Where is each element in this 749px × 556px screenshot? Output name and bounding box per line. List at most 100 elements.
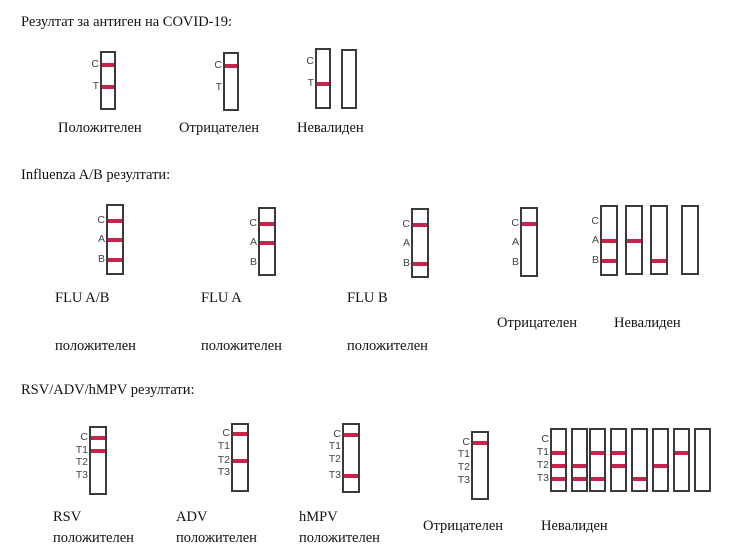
rsv-caption-rsv: RSV: [53, 509, 82, 525]
band-c: [225, 64, 237, 68]
rsv-test-strip: [610, 428, 627, 492]
flu-test-strip: [625, 205, 643, 275]
rsv-test-strip: [631, 428, 648, 492]
rsv-caption-invalid: Невалиден: [541, 518, 608, 534]
strip-label-a: A: [591, 234, 599, 246]
band-c: [344, 433, 358, 437]
rsv-test-strip: [342, 423, 360, 493]
strip-label-c: C: [214, 59, 222, 71]
strip-label-c: C: [80, 431, 88, 443]
band-t1: [675, 451, 688, 455]
rsv-caption-adv-status: положителен: [176, 530, 257, 546]
covid-caption-positive: Положителен: [58, 120, 142, 136]
band-t: [317, 82, 329, 86]
strip-label-t1: T1: [217, 440, 230, 452]
rsv-caption-adv: ADV: [176, 509, 208, 525]
band-t2: [573, 464, 586, 468]
rsv-test-strip: [571, 428, 588, 492]
rsv-caption-hmpv: hMPV: [299, 509, 338, 525]
rsv-caption-negative: Отрицателен: [423, 518, 504, 534]
strip-label-t1: T1: [328, 440, 341, 452]
strip-label-b: B: [511, 256, 519, 268]
strip-label-c: C: [462, 436, 470, 448]
band-t2: [552, 464, 565, 468]
band-t2: [654, 464, 667, 468]
strip-label-t3: T3: [457, 474, 470, 486]
strip-label-c: C: [333, 428, 341, 440]
band-c: [108, 219, 122, 223]
strip-label-t2: T2: [217, 454, 230, 466]
strip-label-c: C: [306, 55, 314, 67]
flu-caption-b: FLU B: [347, 290, 388, 306]
flu-caption-invalid: Невалиден: [614, 315, 681, 331]
strip-label-t: T: [307, 77, 314, 89]
band-t3: [552, 477, 565, 481]
band-t3: [344, 474, 358, 478]
strip-label-a: A: [402, 237, 410, 249]
band-c: [522, 222, 536, 226]
band-t3: [573, 477, 586, 481]
rsv-test-strip: [471, 431, 489, 500]
covid-caption-invalid: Невалиден: [297, 120, 364, 136]
strip-label-t2: T2: [328, 453, 341, 465]
strip-label-t3: T3: [75, 469, 88, 481]
covid-test-strip: [315, 48, 331, 109]
strip-label-c: C: [249, 217, 257, 229]
strip-label-b: B: [591, 254, 599, 266]
band-t1: [591, 451, 604, 455]
band-t1: [552, 451, 565, 455]
covid-test-strip: [100, 51, 116, 110]
strip-label-c: C: [97, 214, 105, 226]
rsv-caption-rsv-status: положителен: [53, 530, 134, 546]
flu-caption-a: FLU A: [201, 290, 242, 306]
strip-label-b: B: [249, 256, 257, 268]
band-t1: [612, 451, 625, 455]
band-c: [413, 223, 427, 227]
strip-label-a: A: [97, 233, 105, 245]
band-t3: [591, 477, 604, 481]
strip-label-c: C: [541, 433, 549, 445]
band-b: [108, 258, 122, 262]
band-t1: [91, 449, 105, 453]
band-c: [233, 432, 247, 436]
strip-label-c: C: [511, 217, 519, 229]
band-c: [102, 63, 114, 67]
flu-test-strip: [600, 205, 618, 276]
flu-caption-a-status: положителен: [201, 338, 282, 354]
covid-test-strip: [223, 52, 239, 111]
strip-label-c: C: [591, 215, 599, 227]
rsv-heading: RSV/ADV/hMPV резултати:: [21, 382, 195, 398]
strip-label-c: C: [402, 218, 410, 230]
rsv-test-strip: [673, 428, 690, 492]
band-a: [260, 241, 274, 245]
flu-caption-ab-status: положителен: [55, 338, 136, 354]
covid-heading: Резултат за антиген на COVID-19:: [21, 14, 233, 30]
flu-caption-ab: FLU A/B: [55, 290, 110, 306]
strip-label-t: T: [92, 80, 99, 92]
strip-label-t2: T2: [536, 459, 549, 471]
rsv-caption-hmpv-status: положителен: [299, 530, 380, 546]
strip-label-c: C: [222, 427, 230, 439]
band-c: [473, 441, 487, 445]
band-c: [91, 436, 105, 440]
band-b: [652, 259, 666, 263]
band-a: [108, 238, 122, 242]
strip-label-t1: T1: [457, 448, 470, 460]
flu-caption-b-status: положителен: [347, 338, 428, 354]
band-t3: [633, 477, 646, 481]
rsv-test-strip: [652, 428, 669, 492]
strip-label-t2: T2: [457, 461, 470, 473]
band-a: [627, 239, 641, 243]
band-t2: [612, 464, 625, 468]
strip-label-t3: T3: [328, 469, 341, 481]
strip-label-t1: T1: [75, 444, 88, 456]
flu-test-strip: [106, 204, 124, 275]
strip-label-b: B: [402, 257, 410, 269]
band-b: [413, 262, 427, 266]
strip-label-t: T: [215, 81, 222, 93]
flu-caption-negative: Отрицателен: [497, 315, 578, 331]
rsv-test-strip: [89, 426, 107, 495]
covid-test-strip: [341, 49, 357, 109]
flu-heading: Influenza A/B резултати:: [21, 167, 171, 183]
rsv-test-strip: [694, 428, 711, 492]
